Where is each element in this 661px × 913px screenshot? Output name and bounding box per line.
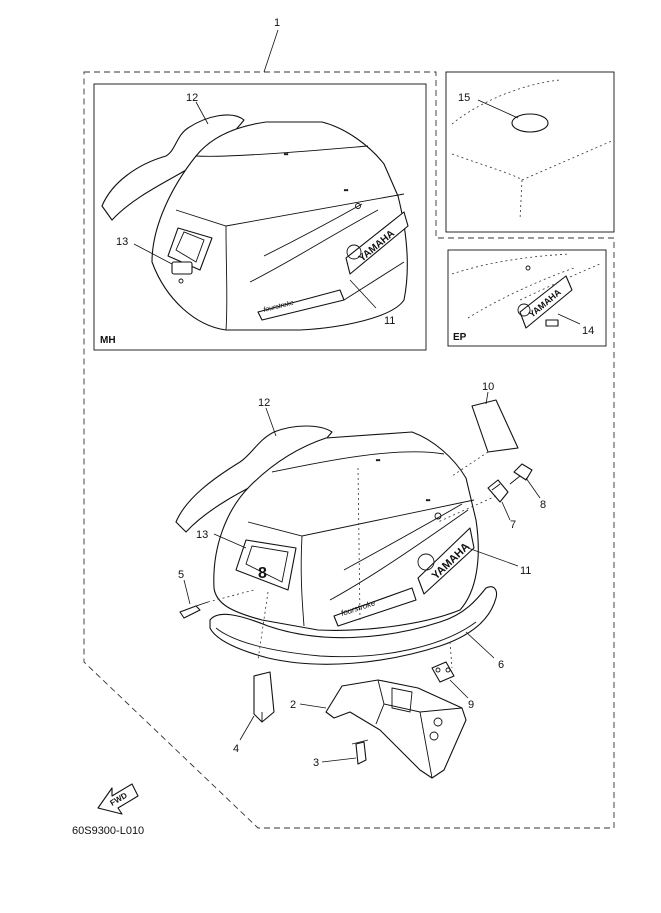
callout-3: 3 [313,757,319,769]
callout-4: 4 [233,743,239,755]
callout-14: 14 [582,325,594,337]
badge-decal: 8 [258,565,267,582]
callout-1: 1 [274,17,280,29]
figure-code: 60S9300-L010 [72,825,144,837]
bolt-part-8 [509,463,533,485]
callout-1-leader [263,29,279,73]
svg-text:◦◦: ◦◦ [376,458,380,464]
mh-callout-13: 13 [116,236,128,248]
grommet-part-9 [431,661,455,683]
mh-tag: MH [100,335,116,346]
seal-part-6 [209,586,498,665]
bracket-part-7 [487,479,509,503]
fwd-arrow-icon: FWD [97,783,139,815]
callout-6: 6 [498,659,504,671]
callout-10: 10 [482,381,494,393]
ep-inset: EP YAMAHA 14 [447,249,607,347]
callout-7: 7 [510,519,516,531]
rivet-part-5 [179,601,209,619]
seal-inset: 15 [445,71,615,233]
mh-callout-11: 11 [384,315,395,327]
callout-12: 12 [258,397,270,409]
assembly-boundary [83,71,615,829]
callout-9: 9 [468,699,474,711]
ep-tag: EP [453,332,467,343]
mh-handle [101,114,245,221]
screw-part-3 [351,739,369,765]
mh-inset: MH ◦◦ ◦◦ YAMAHA fourstroke 12 13 11 [93,83,427,351]
callout-11: 11 [520,565,531,577]
callout-8: 8 [540,499,546,511]
svg-text:◦◦: ◦◦ [426,498,430,504]
svg-text:◦◦: ◦◦ [344,188,348,194]
ep-label-part-14 [545,319,559,327]
mh-callout-12: 12 [186,92,198,104]
callout-15: 15 [458,92,470,104]
clip-part-4 [253,671,275,723]
mount-part-2 [325,679,467,779]
seal-part-15 [511,113,549,133]
label-part-10 [471,399,519,453]
callout-2: 2 [290,699,296,711]
svg-text:◦◦: ◦◦ [284,152,288,158]
callout-5: 5 [178,569,184,581]
callout-13: 13 [196,529,208,541]
main-view: 12 ◦◦ ◦◦ 8 13 YAMAHA fourstroke 11 10 [175,381,546,779]
